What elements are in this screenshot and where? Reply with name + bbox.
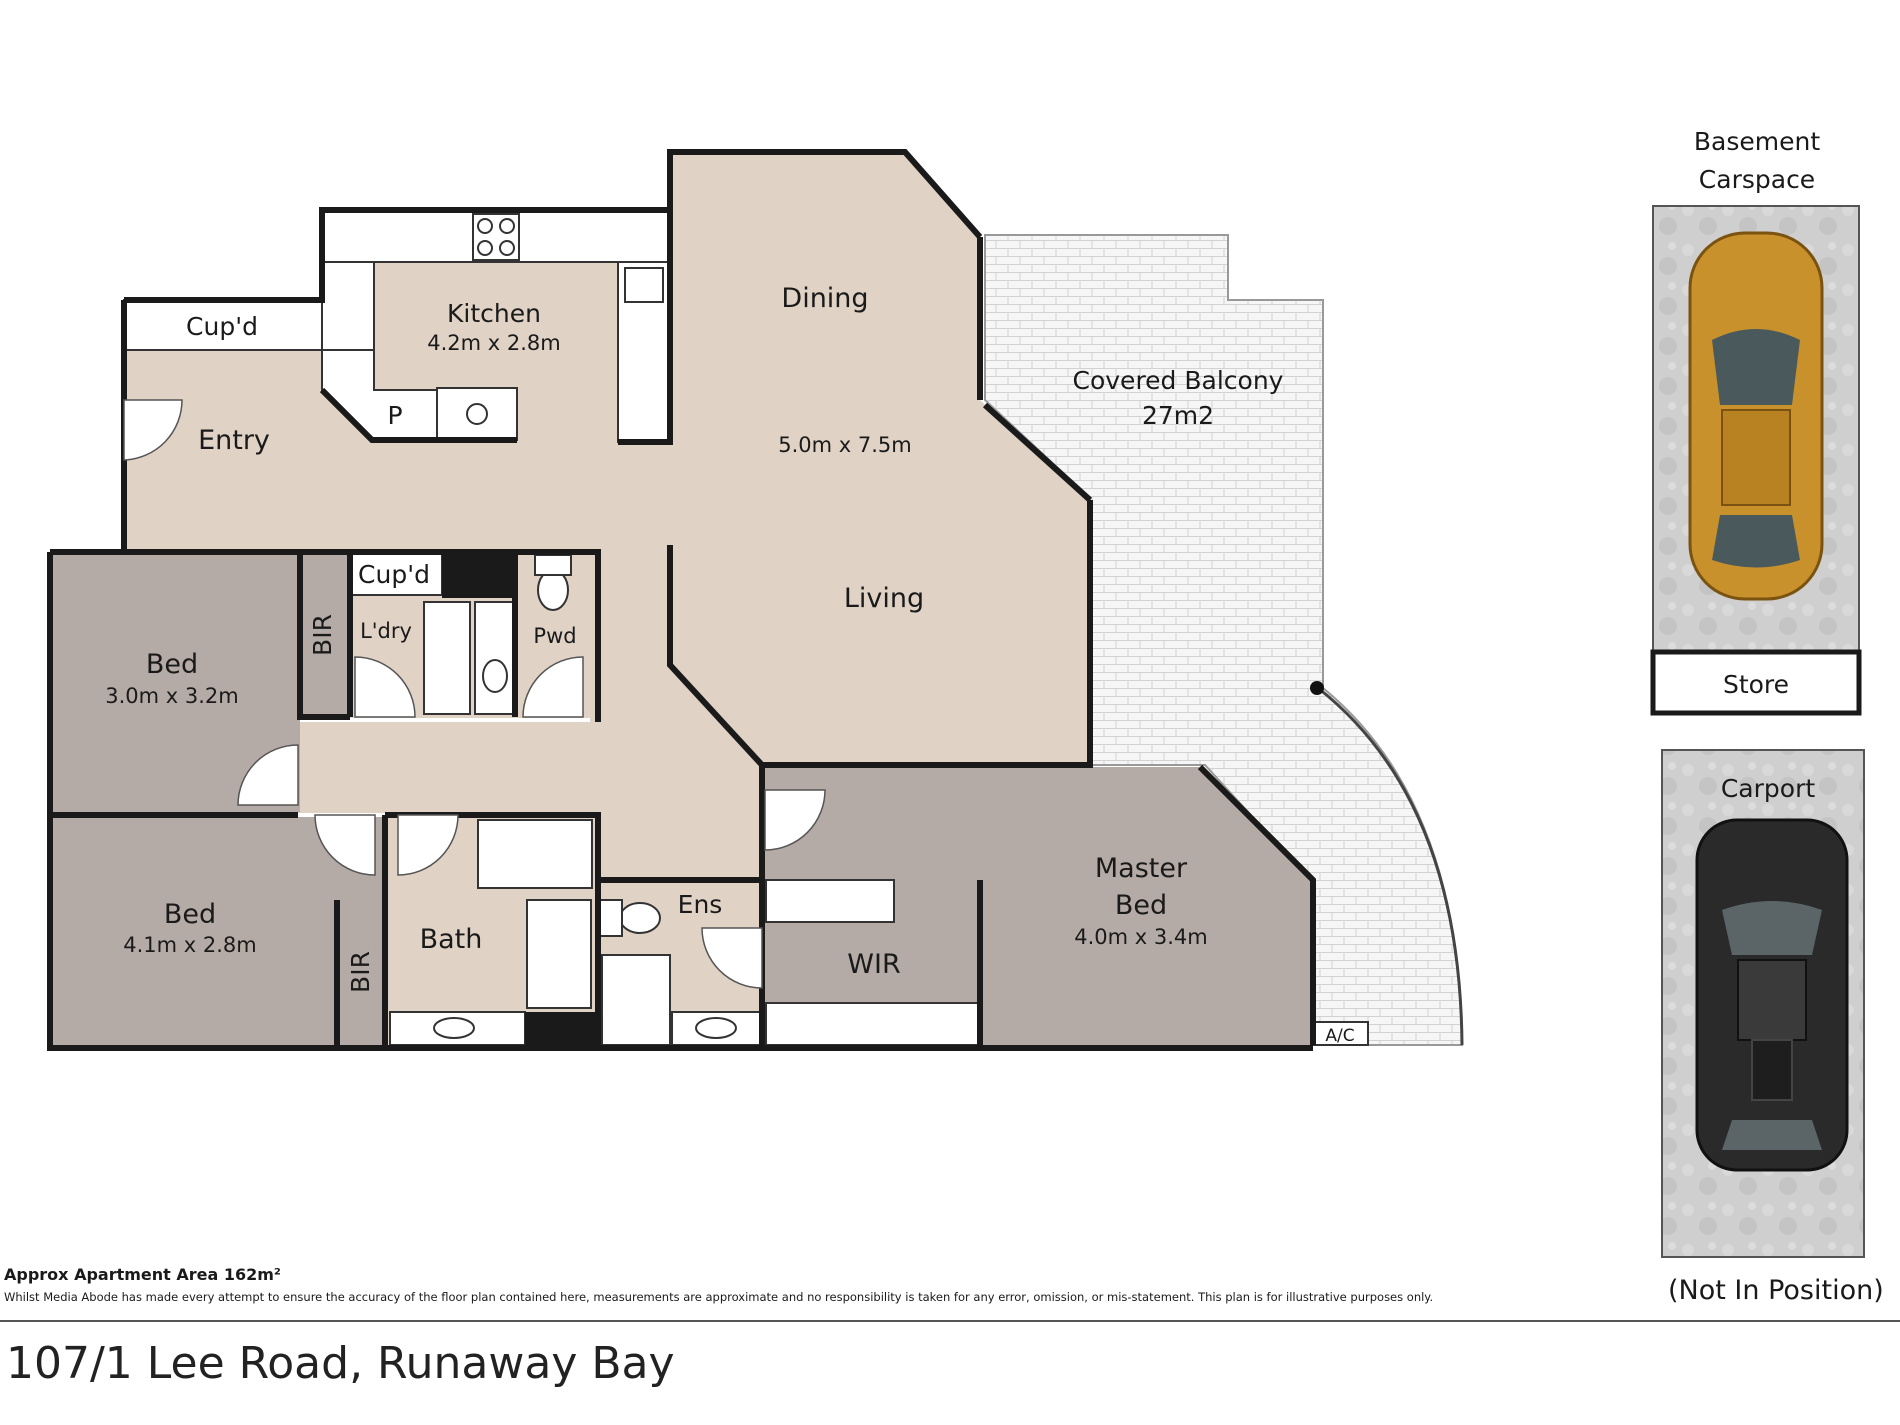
wall-block-2 (525, 1012, 598, 1048)
room-labels: Kitchen 4.2m x 2.8m Dining 5.0m x 7.5m L… (105, 283, 1354, 1046)
ens-toilet (619, 902, 661, 934)
footer-divider (0, 1320, 1900, 1322)
bed2-floor (50, 817, 385, 1045)
apartment-area: Approx Apartment Area 162m² (4, 1265, 281, 1284)
entry-door (123, 399, 183, 461)
bir2-label: BIR (346, 951, 375, 993)
carport-label: Carport (1721, 774, 1815, 803)
kitchen-sink (624, 267, 664, 303)
master-dims: 4.0m x 3.4m (1074, 925, 1208, 949)
bir1-floor (300, 552, 347, 717)
shower (601, 954, 671, 1046)
pwd-basin (482, 659, 508, 693)
pwd-basin-bench (474, 601, 516, 715)
laundry-label: L'dry (360, 619, 412, 643)
store-label: Store (1723, 670, 1789, 699)
pwd-door (522, 656, 584, 718)
gold-car-icon (1688, 231, 1824, 601)
carport: Carport (1661, 749, 1865, 1258)
appliances (433, 213, 737, 1039)
basement-label-2: Carspace (1699, 165, 1815, 194)
disclaimer: Whilst Media Abode has made every attemp… (4, 1290, 1434, 1304)
bed2-label: Bed (164, 899, 216, 930)
pantry-label: P (387, 401, 402, 430)
bed2-door (314, 814, 376, 876)
entry-label: Entry (198, 425, 270, 456)
living-label: Living (844, 583, 924, 614)
balcony-area: 27m2 (1142, 401, 1214, 430)
wall-block (442, 553, 515, 598)
basement-carspace: Basement Carspace Store (1650, 127, 1862, 716)
ens-vanity (671, 1011, 763, 1046)
wir-label: WIR (847, 949, 900, 980)
balcony-curve (1317, 686, 1464, 1046)
ac-label: A/C (1325, 1026, 1354, 1046)
property-address: 107/1 Lee Road, Runaway Bay (6, 1338, 675, 1389)
dining-living-dims: 5.0m x 7.5m (778, 433, 912, 457)
bed1-door (237, 744, 299, 806)
laundry-door (354, 656, 416, 718)
laundry-tub (423, 601, 471, 715)
master-label-2: Bed (1115, 890, 1167, 921)
powder-label: Pwd (533, 624, 576, 648)
master-label-1: Master (1095, 853, 1188, 884)
kitchen-dims: 4.2m x 2.8m (427, 331, 561, 355)
balcony-post (1310, 681, 1324, 695)
bir1-label: BIR (308, 614, 337, 656)
bed1-dims: 3.0m x 3.2m (105, 684, 239, 708)
bed2-dims: 4.1m x 2.8m (123, 933, 257, 957)
ensuite-label: Ens (678, 890, 723, 919)
island-bench (436, 387, 518, 441)
ens-door (701, 927, 763, 989)
bath-tub (526, 899, 592, 1009)
bath-spa (477, 819, 593, 889)
bath-door (397, 814, 459, 876)
cupd-laundry-label: Cup'd (358, 560, 430, 589)
ens-basin (695, 1017, 737, 1039)
doors (123, 399, 826, 989)
not-in-position-note: (Not In Position) (1668, 1275, 1884, 1306)
bath-basin (433, 1017, 475, 1039)
bed1-label: Bed (146, 649, 198, 680)
balcony-label: Covered Balcony (1073, 366, 1284, 395)
kitchen-label: Kitchen (447, 299, 541, 328)
master-door (764, 789, 826, 851)
cupd-entry-label: Cup'd (186, 312, 258, 341)
wir-shelf-bottom (765, 1002, 982, 1046)
bath-label: Bath (420, 924, 483, 955)
wir-shelf-top (765, 879, 895, 923)
basement-label-1: Basement (1694, 127, 1820, 156)
master-floor (765, 767, 1313, 1045)
bath-vanity (389, 1011, 526, 1046)
black-car-icon (1695, 818, 1849, 1172)
store-box (1650, 649, 1862, 716)
dining-label: Dining (781, 283, 868, 314)
footer-note: Approx Apartment Area 162m² Whilst Media… (4, 1265, 1604, 1304)
cupd-entry-box (123, 299, 323, 351)
island-cooktop (466, 403, 488, 425)
bir2-floor (337, 900, 385, 1045)
